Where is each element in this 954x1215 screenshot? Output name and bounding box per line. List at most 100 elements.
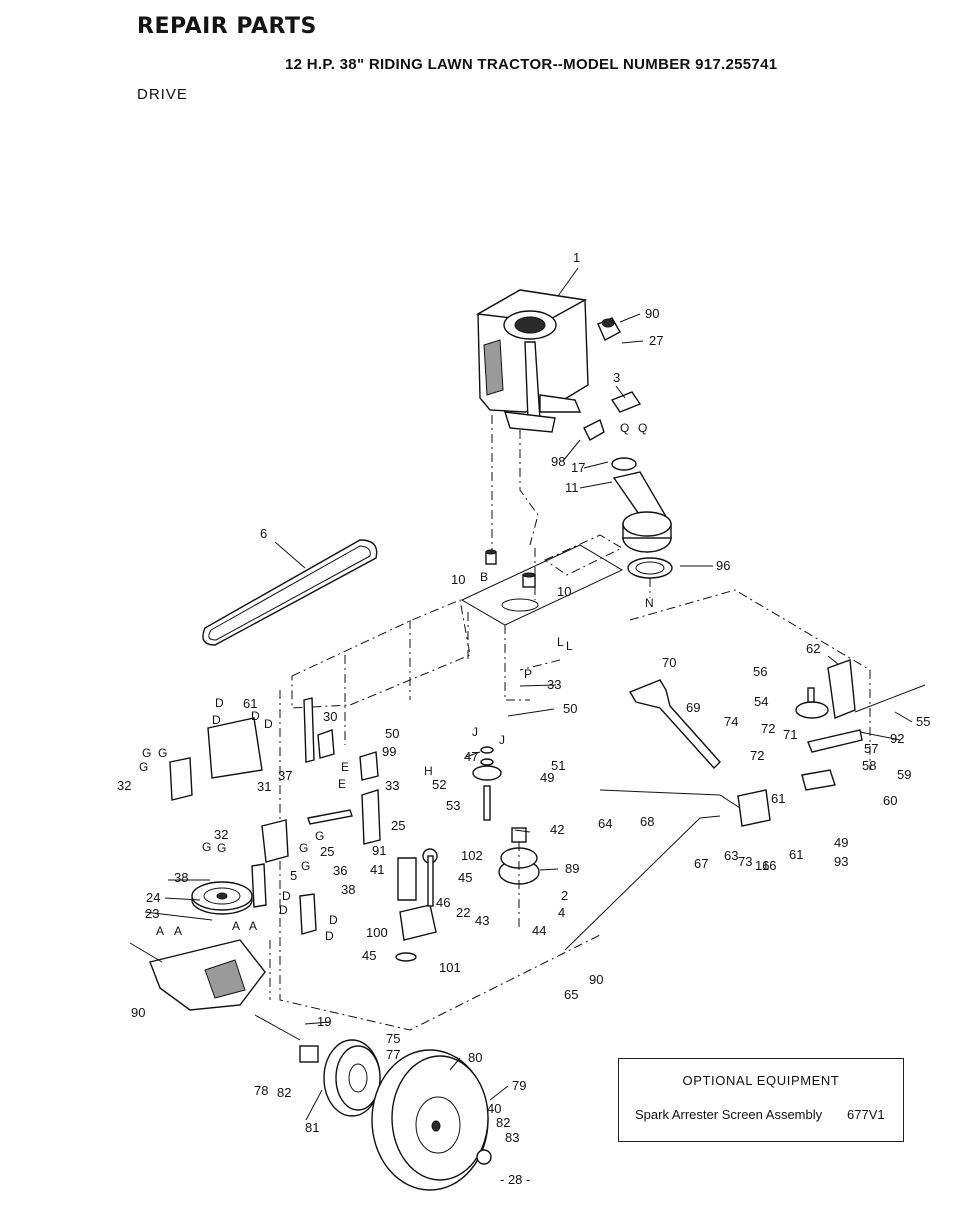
reference-letter-Q: Q [620, 421, 629, 435]
leader-line [164, 897, 201, 901]
reference-letter-G: G [217, 841, 226, 855]
callout-59: 59 [897, 767, 911, 782]
leader-line [557, 267, 579, 297]
callout-46: 46 [436, 895, 450, 910]
callout-98: 98 [551, 454, 565, 469]
leader-line [619, 313, 641, 323]
tire-illustration [371, 1049, 492, 1191]
callout-63: 63 [724, 848, 738, 863]
callout-38: 38 [341, 882, 355, 897]
leader-line [304, 1021, 331, 1025]
callout-64: 64 [598, 816, 612, 831]
callout-77: 77 [386, 1047, 400, 1062]
optional-equipment-box: OPTIONAL EQUIPMENT Spark Arrester Screen… [618, 1058, 904, 1142]
callout-60: 60 [883, 793, 897, 808]
reference-letter-N: N [645, 596, 654, 610]
callout-31: 31 [257, 779, 271, 794]
reference-letter-A: A [156, 924, 164, 938]
optional-equipment-item: Spark Arrester Screen Assembly [635, 1107, 823, 1122]
reference-letter-D: D [212, 713, 221, 727]
callout-50: 50 [563, 701, 577, 716]
optional-equipment-part-number: 677V1 [847, 1107, 885, 1122]
callout-51: 51 [551, 758, 565, 773]
callout-25: 25 [320, 844, 334, 859]
reference-letter-D: D [282, 889, 291, 903]
reference-letter-A: A [174, 924, 182, 938]
callout-68: 68 [640, 814, 654, 829]
leader-line [507, 708, 555, 717]
transaxle-pulley-illustration [191, 881, 253, 915]
callout-78: 78 [254, 1083, 268, 1098]
callout-91: 91 [372, 843, 386, 858]
callout-36: 36 [333, 863, 347, 878]
callout-45: 45 [362, 948, 376, 963]
callout-90: 90 [645, 306, 659, 321]
brake-rod-illustration [564, 789, 771, 951]
callout-32: 32 [117, 778, 131, 793]
callout-65: 65 [564, 987, 578, 1002]
reference-letter-D: D [325, 929, 334, 943]
reference-letter-G: G [301, 859, 310, 873]
callout-61: 61 [789, 847, 803, 862]
leader-line [583, 461, 609, 469]
callout-19: 19 [317, 1014, 331, 1029]
leader-line [894, 711, 913, 723]
callout-45: 45 [458, 870, 472, 885]
callout-1: 1 [573, 250, 580, 265]
reference-letter-G: G [158, 746, 167, 760]
callout-2: 2 [561, 888, 568, 903]
callout-93: 93 [834, 854, 848, 869]
idler-group-illustration [472, 746, 502, 821]
callout-92: 92 [890, 731, 904, 746]
callout-58: 58 [862, 758, 876, 773]
callout-99: 99 [382, 744, 396, 759]
callout-52: 52 [432, 777, 446, 792]
leader-line [621, 340, 644, 344]
callout-82: 82 [277, 1085, 291, 1100]
reference-letter-D: D [264, 717, 273, 731]
muffler-illustration [583, 317, 673, 598]
engine-illustration [475, 289, 589, 433]
callout-47: 47 [464, 749, 478, 764]
callout-82: 82 [496, 1115, 510, 1130]
callout-11: 11 [565, 480, 579, 495]
leader-line [562, 439, 581, 462]
callout-44: 44 [532, 923, 546, 938]
callout-42: 42 [550, 822, 564, 837]
leader-line [579, 481, 613, 489]
page-number: - 28 - [500, 1172, 531, 1187]
callout-56: 56 [753, 664, 767, 679]
leader-line [827, 655, 839, 665]
reference-letter-E: E [338, 777, 346, 791]
callout-53: 53 [446, 798, 460, 813]
leader-line [615, 385, 626, 399]
optional-equipment-title: OPTIONAL EQUIPMENT [682, 1073, 840, 1088]
leader-line [449, 1057, 461, 1071]
callout-70: 70 [662, 655, 676, 670]
callout-80: 80 [468, 1050, 482, 1065]
callout-3: 3 [613, 370, 620, 385]
reference-letter-A: A [232, 919, 240, 933]
section-heading: DRIVE [137, 86, 188, 103]
callout-32: 32 [214, 827, 228, 842]
callout-61: 61 [771, 791, 785, 806]
reference-letter-J: J [499, 733, 505, 747]
reference-letter-G: G [142, 746, 151, 760]
callout-72: 72 [761, 721, 775, 736]
wheel-illustration [299, 1039, 381, 1117]
clutch-linkage-illustration [395, 848, 438, 962]
callout-81: 81 [305, 1120, 319, 1135]
callout-102: 102 [461, 848, 483, 863]
callout-79: 79 [512, 1078, 526, 1093]
reference-letter-H: H [424, 764, 433, 778]
leader-line [859, 731, 901, 741]
leader-line [274, 541, 306, 569]
model-heading: 12 H.P. 38" RIDING LAWN TRACTOR--MODEL N… [285, 56, 778, 73]
callout-40: 40 [487, 1101, 501, 1116]
page-title: REPAIR PARTS [137, 14, 317, 39]
callout-30: 30 [323, 709, 337, 724]
callout-25: 25 [391, 818, 405, 833]
